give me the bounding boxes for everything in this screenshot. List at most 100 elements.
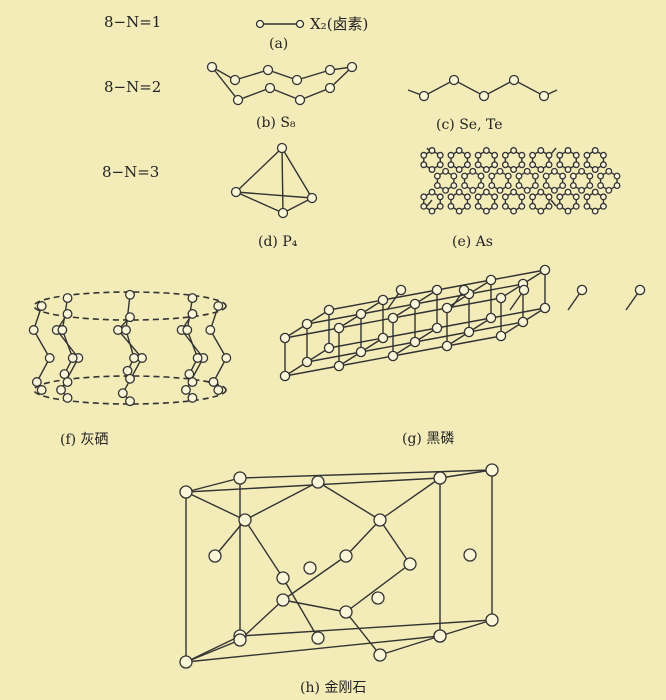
atom-circle bbox=[523, 167, 531, 175]
bond-line bbox=[244, 481, 319, 521]
atom-circle bbox=[583, 151, 591, 159]
atom-circle bbox=[433, 629, 447, 643]
atom-circle bbox=[436, 202, 444, 210]
atom-circle bbox=[137, 353, 147, 363]
atom-circle bbox=[482, 188, 490, 196]
bond-line bbox=[345, 563, 411, 613]
bond-line bbox=[392, 307, 448, 319]
atom-circle bbox=[586, 182, 594, 189]
row-label-8-n-3: 8−N=3 bbox=[102, 163, 159, 181]
atom-circle bbox=[482, 166, 490, 173]
atom-circle bbox=[564, 188, 572, 196]
bond-line bbox=[338, 317, 394, 329]
atom-circle bbox=[447, 193, 455, 201]
atom-circle bbox=[301, 318, 313, 330]
caption-f: (f) 灰硒 bbox=[60, 432, 109, 448]
atom-circle bbox=[613, 182, 621, 189]
atom-circle bbox=[537, 166, 545, 173]
atom-circle bbox=[276, 571, 290, 585]
atom-circle bbox=[529, 161, 537, 169]
panel-g-black-phosphorus: (g) 黑磷 bbox=[279, 264, 646, 447]
bond-line bbox=[392, 345, 448, 357]
atom-circle bbox=[501, 161, 509, 169]
bond-line bbox=[306, 313, 362, 325]
atom-circle bbox=[125, 373, 135, 384]
atom-circle bbox=[213, 385, 224, 395]
atom-circle bbox=[488, 172, 496, 180]
atom-circle bbox=[529, 151, 537, 159]
caption-g: (g) 黑磷 bbox=[402, 431, 454, 447]
atom-circle bbox=[463, 193, 471, 201]
atom-circle bbox=[469, 186, 477, 194]
atom-circle bbox=[474, 151, 482, 159]
bond-line bbox=[239, 469, 493, 479]
atom-circle bbox=[428, 147, 436, 154]
atom-circle bbox=[121, 325, 131, 335]
atom-circle bbox=[447, 161, 455, 169]
atom-circle bbox=[518, 193, 526, 201]
atom-circle bbox=[517, 316, 529, 328]
atom-circle bbox=[333, 322, 345, 334]
atom-circle bbox=[501, 151, 509, 159]
atom-circle bbox=[463, 202, 471, 210]
bond-line bbox=[490, 307, 546, 319]
atom-circle bbox=[192, 353, 203, 363]
atom-circle bbox=[373, 513, 387, 527]
bond-line bbox=[317, 481, 381, 521]
row-label-8-n-1: 8−N=1 bbox=[104, 13, 161, 31]
bond-line bbox=[439, 469, 493, 479]
atom-circle bbox=[572, 151, 580, 159]
bond-line bbox=[186, 329, 199, 359]
bond-line bbox=[282, 577, 319, 639]
atom-circle bbox=[545, 202, 553, 210]
bond-line bbox=[379, 519, 411, 565]
bond-line bbox=[306, 351, 362, 363]
atom-circle bbox=[550, 167, 558, 175]
caption-e: (e) As bbox=[452, 234, 493, 250]
atom-circle bbox=[463, 161, 471, 169]
atom-circle bbox=[542, 172, 550, 180]
atom-circle bbox=[436, 151, 444, 159]
atom-circle bbox=[387, 312, 399, 324]
atom-circle bbox=[586, 172, 594, 180]
bond-line bbox=[345, 611, 381, 656]
atom-circle bbox=[184, 369, 195, 380]
atom-circle bbox=[187, 293, 198, 304]
atom-circle bbox=[447, 202, 455, 210]
atom-circle bbox=[461, 172, 469, 180]
atom-circle bbox=[420, 202, 428, 210]
atom-circle bbox=[591, 147, 599, 154]
bond-line bbox=[382, 327, 438, 339]
bond-line bbox=[379, 477, 441, 521]
bond-line bbox=[209, 329, 227, 359]
atom-circle bbox=[469, 167, 477, 175]
atom-circle bbox=[495, 292, 507, 304]
atom-circle bbox=[420, 193, 428, 201]
atom-circle bbox=[488, 182, 496, 189]
atom-circle bbox=[333, 360, 345, 372]
bond-line bbox=[125, 294, 131, 331]
bond-line bbox=[282, 599, 347, 613]
atom-circle bbox=[431, 322, 443, 334]
atom-circle bbox=[613, 172, 621, 180]
atom-circle bbox=[531, 172, 539, 180]
bond-line bbox=[345, 519, 381, 557]
atom-circle bbox=[433, 172, 441, 180]
atom-circle bbox=[605, 167, 613, 175]
bond-line bbox=[185, 635, 441, 663]
atom-circle bbox=[208, 549, 222, 563]
atom-circle bbox=[31, 377, 42, 387]
atom-circle bbox=[409, 336, 421, 348]
bond-line bbox=[185, 639, 241, 663]
atom-circle bbox=[181, 384, 191, 395]
atom-circle bbox=[495, 330, 507, 342]
atom-circle bbox=[556, 202, 564, 210]
atom-circle bbox=[510, 207, 518, 215]
atom-circle bbox=[377, 332, 389, 344]
atom-circle bbox=[62, 308, 73, 319]
atom-circle bbox=[57, 325, 68, 335]
atom-circle bbox=[559, 182, 567, 189]
atom-circle bbox=[477, 182, 485, 189]
atom-circle bbox=[461, 182, 469, 189]
